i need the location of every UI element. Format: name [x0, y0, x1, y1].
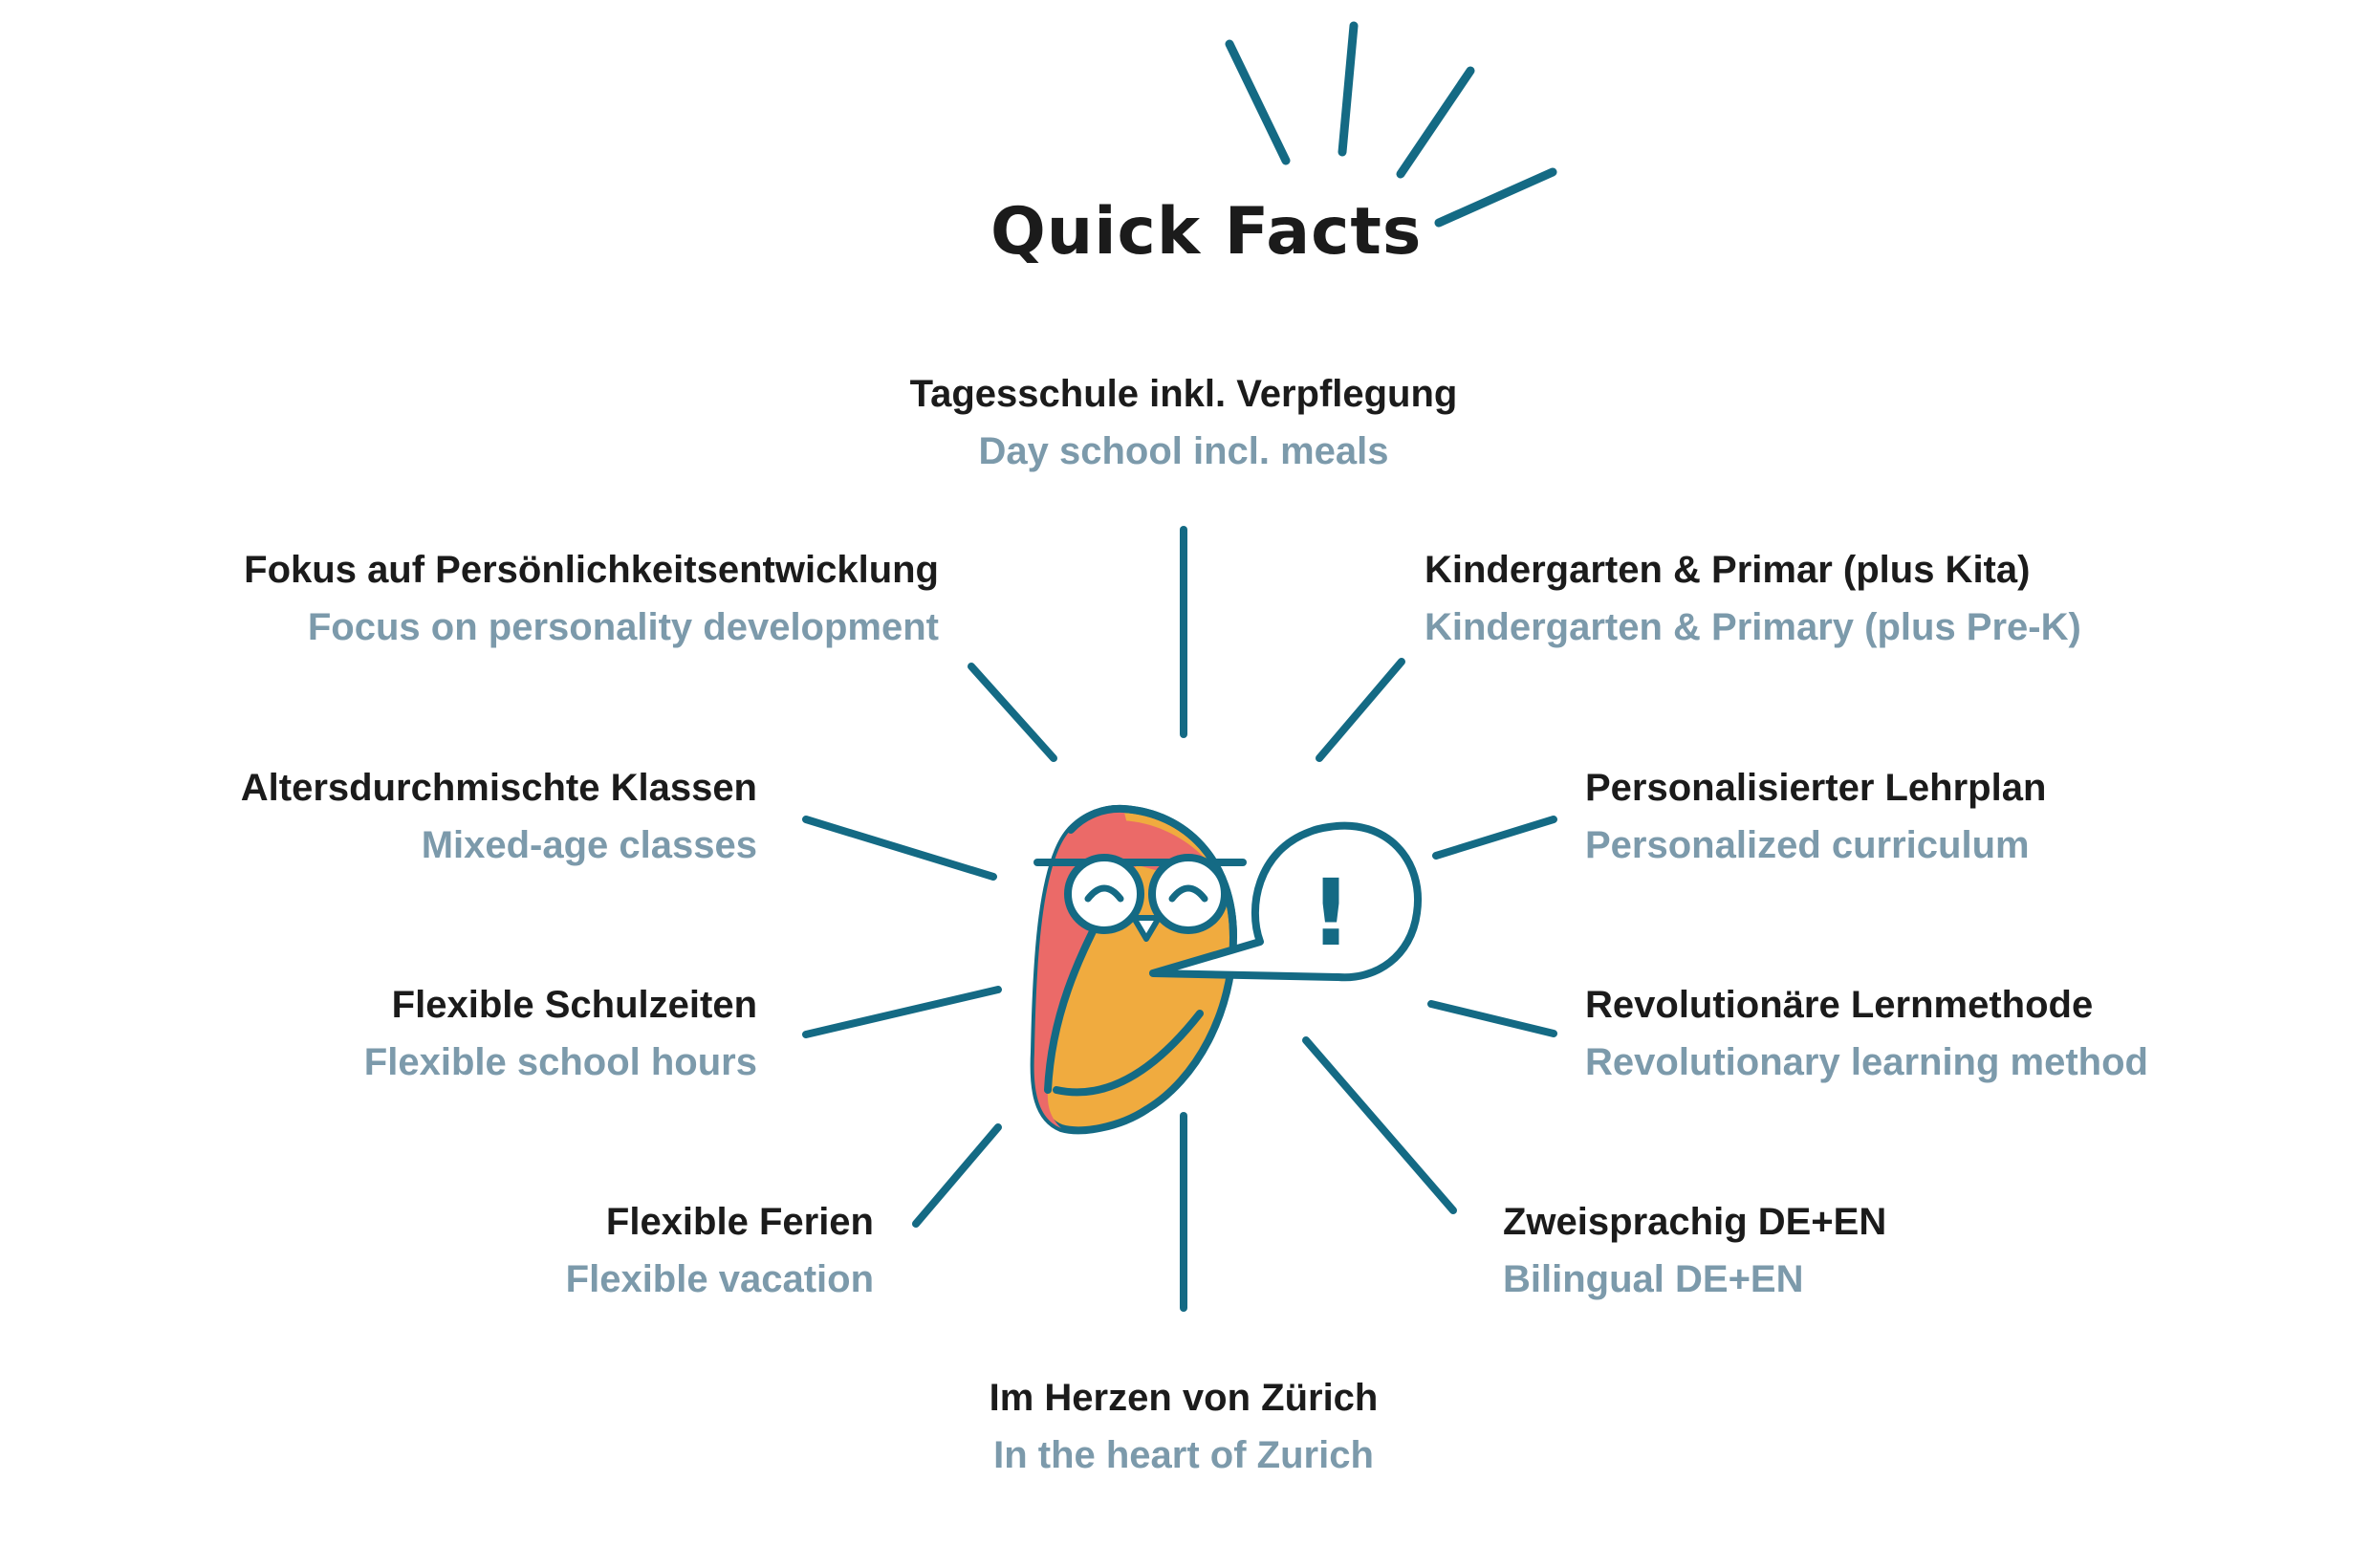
fact-label-en: Kindergarten & Primary (plus Pre-K) — [1425, 606, 2081, 648]
page-title: Quick Facts — [990, 194, 1423, 270]
fact-mid-left-1: Altersdurchmischte Klassen Mixed-age cla… — [153, 759, 757, 874]
ray-mid-left-2 — [802, 986, 1002, 1038]
speech-bubble-icon: ! — [1149, 821, 1422, 982]
fact-mid-right-2: Revolutionäre Lernmethode Revolutionary … — [1585, 976, 2331, 1091]
fact-label-de: Altersdurchmischte Klassen — [240, 767, 757, 809]
sparkle-ray — [1396, 66, 1475, 179]
fact-lower-left: Flexible Ferien Flexible vacation — [153, 1193, 874, 1308]
fact-mid-left-2: Flexible Schulzeiten Flexible school hou… — [153, 976, 757, 1091]
fact-label-de: Flexible Ferien — [605, 1201, 874, 1243]
ray-mid-left-1 — [802, 816, 997, 881]
fact-upper-left: Fokus auf Persönlichkeitsentwicklung Foc… — [153, 541, 939, 656]
fact-label-de: Fokus auf Persönlichkeitsentwicklung — [244, 549, 939, 591]
ray-upper-left — [968, 663, 1057, 762]
owl-head-outline — [1120, 805, 1237, 941]
ray-mid-right-2 — [1427, 1000, 1557, 1037]
owl-beak — [1131, 915, 1162, 942]
owl-eye-right — [1168, 884, 1208, 903]
fact-top: Tagesschule inkl. Verpflegung Day school… — [857, 365, 1511, 480]
owl-glasses-right — [1148, 854, 1229, 934]
fact-lower-right: Zweisprachig DE+EN Bilingual DE+EN — [1503, 1193, 2287, 1308]
fact-label-en: Focus on personality development — [307, 606, 939, 648]
fact-label-de: Im Herzen von Zürich — [989, 1377, 1379, 1419]
owl-eye-left — [1084, 884, 1124, 903]
fact-label-de: Personalisierter Lehrplan — [1585, 767, 2047, 809]
fact-label-en: Flexible vacation — [565, 1258, 874, 1300]
sparkle-ray — [1338, 21, 1359, 157]
owl-belly-line — [1053, 1010, 1204, 1097]
fact-label-en: Bilingual DE+EN — [1503, 1258, 1804, 1300]
fact-label-en: Day school incl. meals — [978, 430, 1389, 472]
ray-lower-right — [1302, 1036, 1457, 1214]
exclamation-mark: ! — [1310, 860, 1352, 967]
fact-label-de: Zweisprachig DE+EN — [1503, 1201, 1887, 1243]
owl-wing-edge — [1044, 914, 1103, 1094]
fact-upper-right: Kindergarten & Primar (plus Kita) Kinder… — [1425, 541, 2285, 656]
sparkle-ray — [1434, 167, 1557, 228]
sparkle-rays-icon — [1225, 21, 1557, 228]
fact-label-de: Kindergarten & Primar (plus Kita) — [1425, 549, 2031, 591]
fact-bottom: Im Herzen von Zürich In the heart of Zur… — [857, 1369, 1511, 1484]
ray-upper-right — [1316, 658, 1405, 762]
fact-label-en: In the heart of Zurich — [993, 1434, 1374, 1476]
sparkle-ray — [1225, 39, 1291, 165]
connector-rays — [802, 526, 1557, 1312]
fact-mid-right-1: Personalisierter Lehrplan Personalized c… — [1585, 759, 2312, 874]
ray-lower-left — [912, 1123, 1002, 1228]
fact-label-de: Flexible Schulzeiten — [391, 984, 757, 1026]
fact-label-en: Revolutionary learning method — [1585, 1041, 2148, 1083]
fact-label-en: Personalized curriculum — [1585, 824, 2030, 866]
fact-label-de: Tagesschule inkl. Verpflegung — [909, 373, 1458, 415]
fact-label-de: Revolutionäre Lernmethode — [1585, 984, 2094, 1026]
fact-label-en: Flexible school hours — [363, 1041, 757, 1083]
owl-mascot-icon — [1030, 804, 1247, 1135]
fact-label-en: Mixed-age classes — [421, 824, 757, 866]
owl-glasses-left — [1064, 854, 1144, 934]
ray-mid-right-1 — [1432, 816, 1557, 860]
